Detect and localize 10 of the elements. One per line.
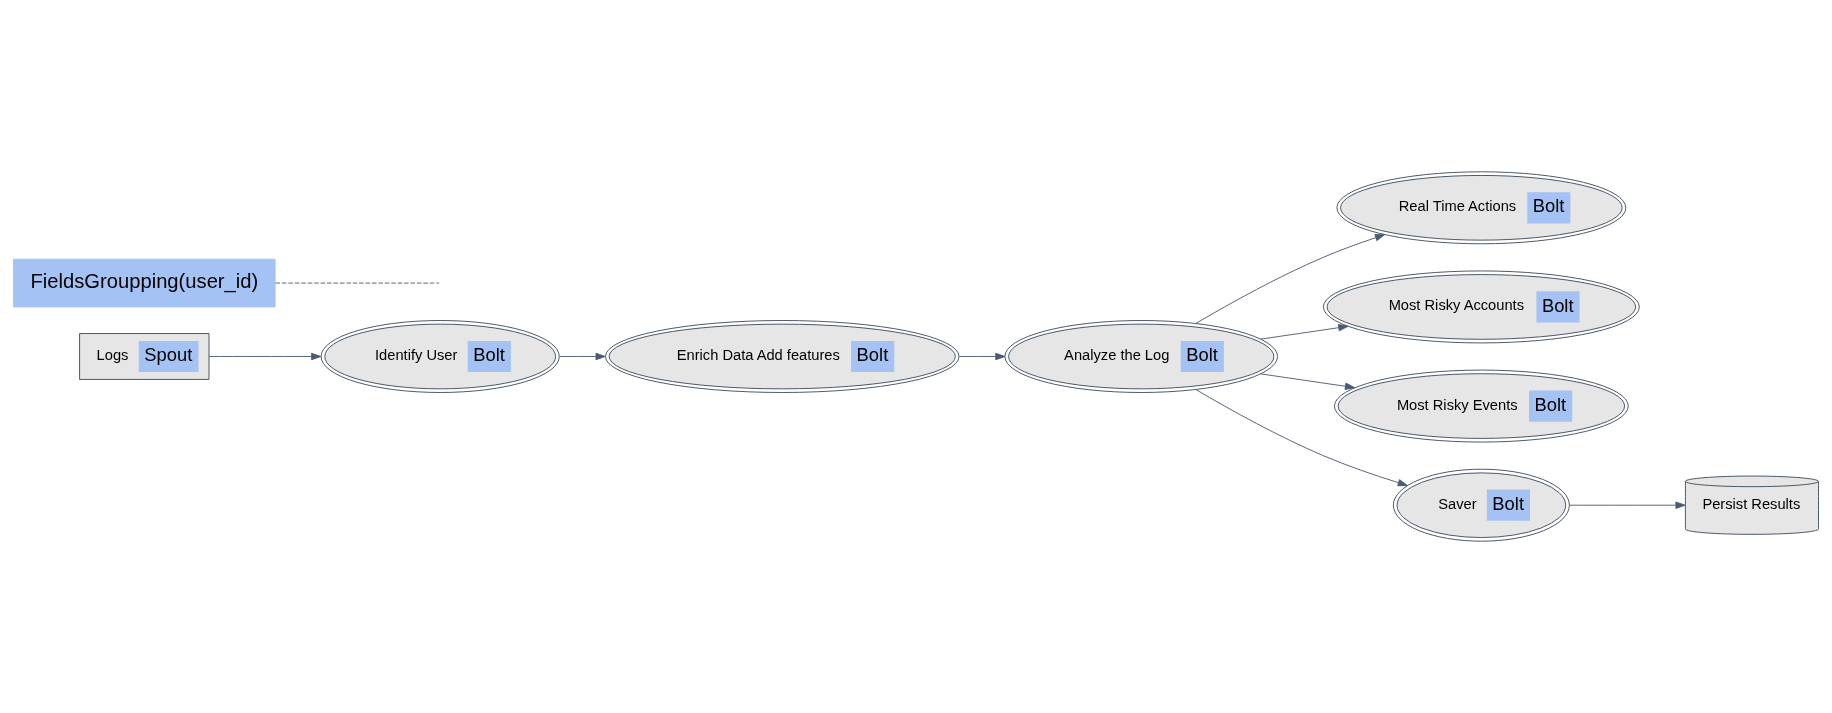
node-box: FieldsGroupping(user_id) xyxy=(13,258,276,308)
arrow xyxy=(1195,389,1408,487)
arrow xyxy=(1260,373,1356,390)
arrow xyxy=(559,352,606,361)
arrow xyxy=(1569,501,1686,509)
arrow xyxy=(958,352,1006,361)
arrow xyxy=(1195,234,1386,324)
arrow xyxy=(208,352,322,361)
arrow xyxy=(1260,324,1349,340)
node-box: Logs Spout xyxy=(79,333,210,380)
